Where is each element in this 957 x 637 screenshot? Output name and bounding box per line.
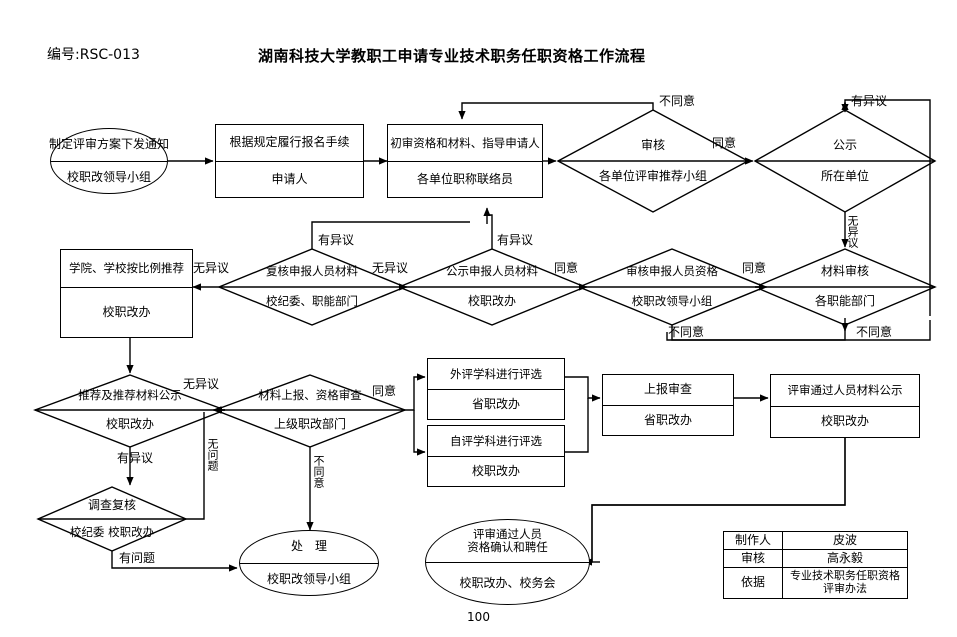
legend-row-1: 审核 高永毅 [723,549,908,569]
legend-value-0: 皮波 [782,530,908,551]
legend-key-2: 依据 [723,567,783,599]
node-n15-top: 自评学科进行评选 [428,426,564,457]
edge-label-e1: 不同意 [659,94,696,108]
node-n10[interactable]: 学院、学校按比例推荐 校职改办 [60,249,193,338]
node-n10-top: 学院、学校按比例推荐 [61,250,192,288]
node-n18-bottom: 校职改领导小组 [266,571,351,586]
legend-key-0: 制作人 [723,530,783,551]
legend-key-1: 审核 [723,549,783,569]
edge-label-e2: 同意 [712,136,737,150]
edge-label-e7: 有异议 [497,233,534,247]
edge-n12-problem [111,551,238,572]
node-n16[interactable]: 上报审查 省职改办 [602,374,734,436]
node-n15-bottom: 校职改办 [471,463,520,478]
node-n3-top: 初审资格和材料、指导申请人 [388,125,542,162]
edge-label-e9: 同意 [742,261,767,275]
edge-label-e14: 无异议 [183,377,220,391]
node-n14-top: 外评学科进行评选 [428,359,564,390]
edge-label-e18: 不同意 [312,455,325,488]
node-n19[interactable]: 评审通过人员 资格确认和聘任 校职改办、校务会 [425,519,590,605]
legend-value-2-line2: 评审办法 [823,582,867,596]
page-title: 湖南科技大学教职工申请专业技术职务任职资格工作流程 [258,47,646,65]
edge-label-e10: 有异议 [117,451,154,465]
node-n17-top: 评审通过人员材料公示 [771,375,919,407]
node-n3[interactable]: 初审资格和材料、指导申请人 各单位职称联络员 [387,124,543,198]
edge-label-e8: 不同意 [856,325,893,339]
page-number: 100 [467,610,490,624]
node-n18-top: 处 理 [240,531,378,564]
edge-n4-back-n3 [458,102,654,120]
legend-value-2: 专业技术职务任职资格 评审办法 [782,567,908,599]
document-number: 编号:RSC-013 [47,47,140,63]
node-n2-top: 根据规定履行报名手续 [216,125,363,162]
edge-label-e11: 无异议 [372,261,409,275]
node-n17[interactable]: 评审通过人员材料公示 校职改办 [770,374,920,438]
edge-label-e3: 有异议 [851,94,888,108]
node-n19-bottom: 校职改办、校务会 [459,575,556,590]
edge-n7-reject [671,320,931,341]
node-n18[interactable]: 处 理 校职改领导小组 [239,530,379,596]
node-n19-top: 评审通过人员 资格确认和聘任 [426,520,589,563]
node-n19-top-line2: 资格确认和聘任 [467,540,548,554]
legend-row-2: 依据 专业技术职务任职资格 评审办法 [723,567,908,599]
node-n19-top-line1: 评审通过人员 [473,526,542,541]
legend-value-2-line1: 专业技术职务任职资格 [790,569,900,583]
edge-n13-split2 [413,410,426,456]
node-n17-bottom: 校职改办 [820,414,869,429]
edge-label-e15: 无问题 [206,438,219,471]
node-n3-bottom: 各单位职称联络员 [416,171,513,186]
edge-n9-objection [311,221,470,249]
edge-label-e6: 同意 [554,261,579,275]
edge-n15-n16 [565,398,589,453]
node-n16-top: 上报审查 [603,375,733,406]
node-n14[interactable]: 外评学科进行评选 省职改办 [427,358,565,420]
node-n10-bottom: 校职改办 [102,304,151,319]
node-n16-bottom: 省职改办 [643,412,692,427]
edge-n14-n16 [565,376,601,402]
edge-label-e16: 有问题 [119,551,156,565]
edge-n12-ok [186,412,205,520]
node-n1[interactable] [50,128,168,194]
node-n15[interactable]: 自评学科进行评选 校职改办 [427,425,565,487]
node-n2[interactable]: 根据规定履行报名手续 申请人 [215,124,364,198]
edge-n8-objection [487,214,493,249]
node-n14-bottom: 省职改办 [471,396,520,411]
edge-n13-split [405,373,426,411]
legend-row-0: 制作人 皮波 [723,530,908,551]
legend-value-1: 高永毅 [782,549,908,569]
edge-label-e12: 无异议 [193,261,230,275]
edge-label-e4: 无异议 [846,215,859,248]
legend-table: 制作人 皮波 审核 高永毅 依据 专业技术职务任职资格 评审办法 [723,530,908,599]
edge-label-e5: 不同意 [668,325,705,339]
edge-label-e17: 同意 [372,384,397,398]
node-n2-bottom: 申请人 [271,171,308,186]
edge-label-e13: 有异议 [318,233,355,247]
